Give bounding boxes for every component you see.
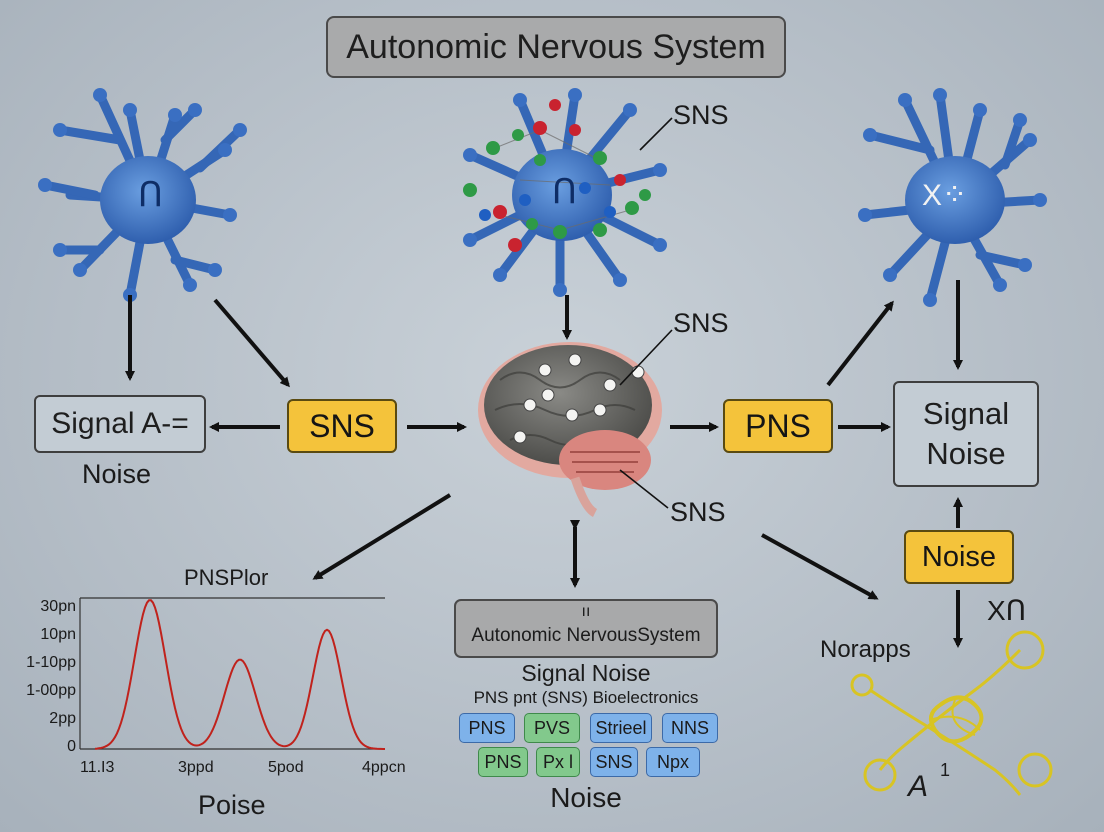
chart-x-tick-label: 3ppd: [178, 759, 214, 776]
flow-arrows: [125, 280, 963, 648]
a-superscript: 1: [940, 760, 951, 780]
neuron-mid-glyph: ᑎ: [552, 173, 577, 211]
neuron-left-glyph: ᑎ: [138, 176, 163, 214]
brain-illustration: [478, 342, 662, 518]
chip-row2-3: SNS: [590, 747, 638, 777]
chart-x-tick-label: 11.I3: [80, 759, 115, 776]
chart-y-tick-label: 30pn: [40, 598, 76, 615]
sns-label-top: SNS: [673, 100, 729, 130]
center-subtitle: PNS pnt (SNS) Bioelectronics: [473, 688, 699, 707]
chart-x-tick-label: 5pod: [268, 759, 304, 776]
chart-y-tick-label: 0: [67, 738, 76, 755]
noise-box: Noise: [904, 530, 1014, 584]
chip-row1-2: PVS: [524, 713, 580, 743]
pns-box: PNS: [723, 399, 833, 453]
diagram-title: Autonomic Nervous System: [326, 16, 786, 78]
signal-right-line2: Noise: [926, 436, 1006, 471]
noise-left-label: Noise: [82, 459, 152, 489]
neuron-molecular: [463, 88, 667, 297]
sns-label-low: SNS: [670, 497, 726, 527]
xn-label: Xᑎ: [987, 595, 1027, 626]
a-label: A: [908, 770, 929, 803]
chart-x-tick-label: 4ppcn: [362, 759, 406, 776]
signal-noise-label: Signal Noise: [521, 660, 651, 686]
sns-label-mid: SNS: [673, 308, 729, 338]
norapps-label: Norapps: [820, 636, 911, 663]
center-box-top-glyph: ıı: [581, 603, 591, 620]
chip-row2-4: Npx: [646, 747, 700, 777]
chart-title: PNSPlor: [184, 565, 269, 590]
signal-left-box: Signal A-=: [34, 395, 206, 453]
neuron-right: [858, 88, 1047, 307]
center-system-box: ıı Autonomic NervousSystem: [454, 599, 718, 658]
chip-row1-1: PNS: [459, 713, 515, 743]
neuron-right-glyph: X⁘: [922, 179, 968, 212]
chip-row2-1: PNS: [478, 747, 528, 777]
signal-right-line1: Signal: [922, 396, 1010, 431]
chip-row1-3: Strieel: [590, 713, 652, 743]
chip-row2-2: Px l: [536, 747, 580, 777]
chart-y-tick-label: 2pp: [49, 710, 76, 727]
yellow-molecule: [850, 630, 1053, 796]
chart-series-line: [94, 599, 385, 750]
neuron-left: [38, 88, 247, 302]
center-footer-noise: Noise: [550, 782, 622, 813]
signal-right-box: Signal Noise: [893, 381, 1039, 487]
pnsplor-chart: [79, 597, 385, 750]
sns-box: SNS: [287, 399, 397, 453]
chart-y-tick-label: 1-00pp: [26, 682, 76, 699]
chart-y-tick-label: 10pn: [40, 626, 76, 643]
chip-row1-4: NNS: [662, 713, 718, 743]
chart-x-label: Poise: [198, 790, 266, 820]
chart-y-tick-label: 1-10pp: [26, 654, 76, 671]
callout-lines: [619, 117, 673, 509]
center-box-title: Autonomic NervousSystem: [471, 625, 701, 646]
